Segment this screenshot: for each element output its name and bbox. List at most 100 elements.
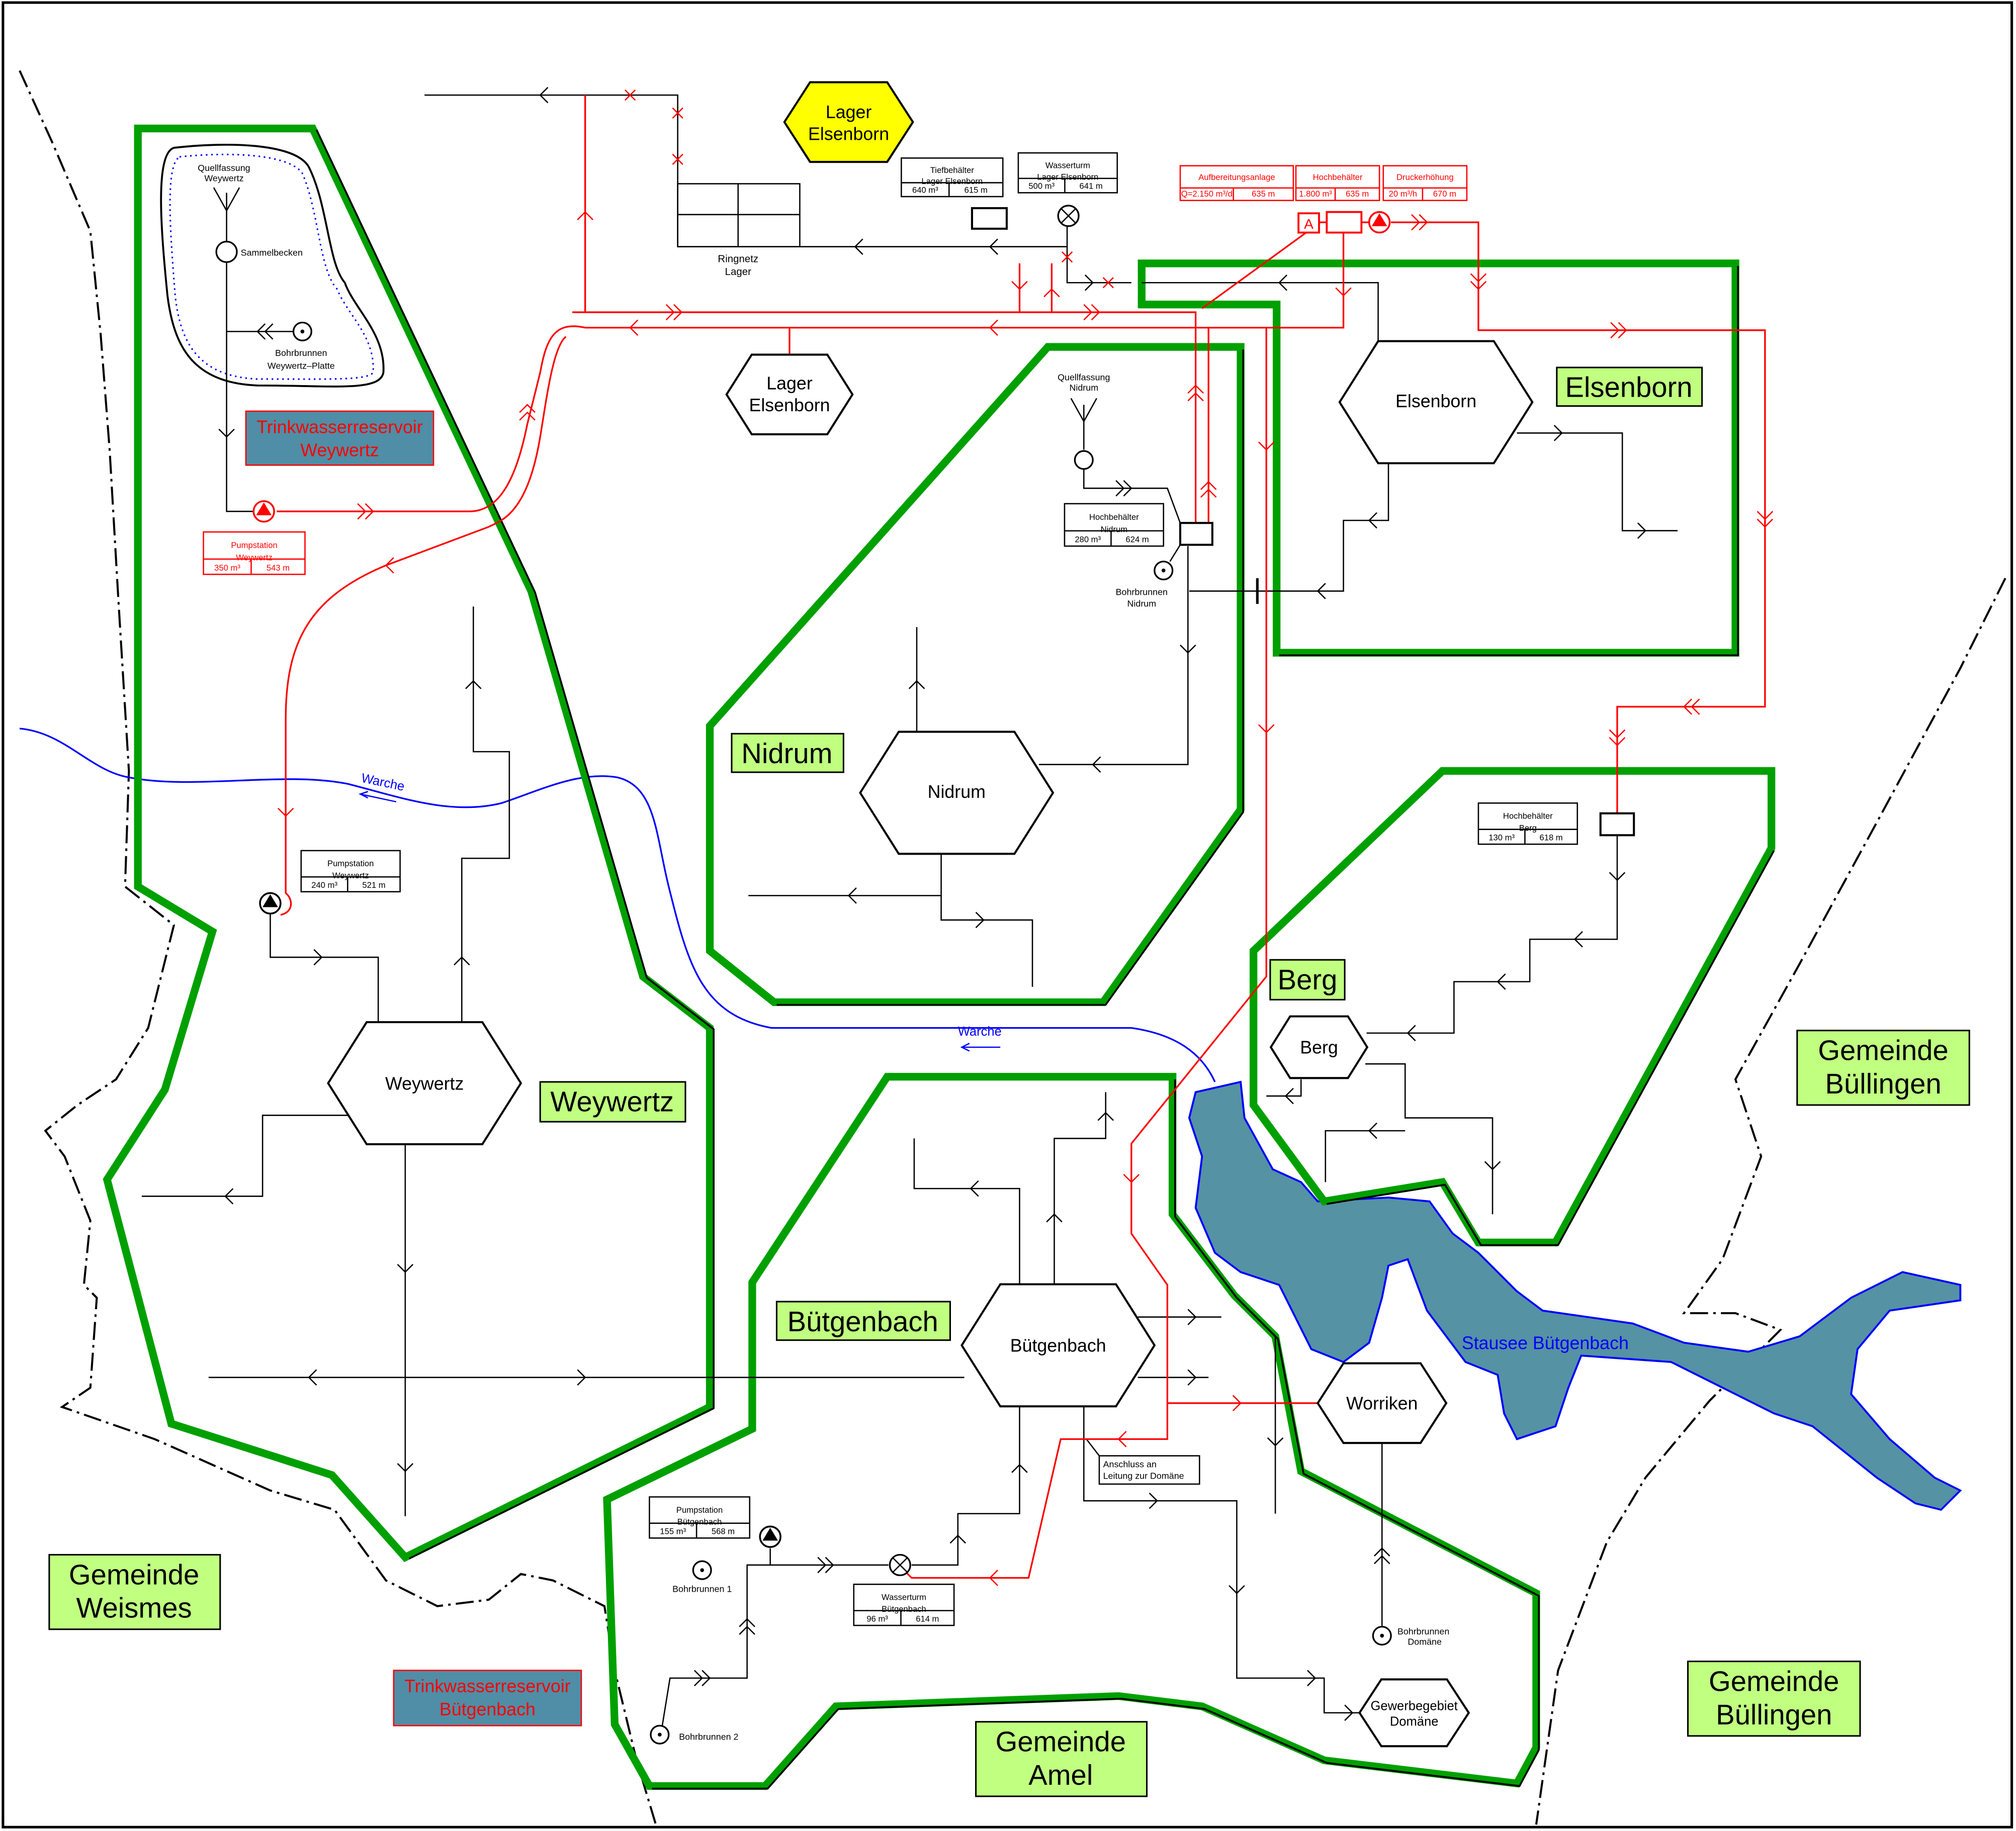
- hexagon-node: [1317, 1362, 1448, 1444]
- flow-arrow-icon: [1411, 214, 1421, 231]
- municipality-label: Büllingen: [1716, 1699, 1832, 1730]
- flow-arrow-icon: [1091, 304, 1100, 321]
- flow-arrow-icon: [1373, 1555, 1390, 1565]
- bohrbrunnen-weywertz-label: Weywertz–Platte: [268, 361, 335, 371]
- zone-label-text: Elsenborn: [1565, 372, 1692, 403]
- planned-pipes: [277, 95, 1766, 1579]
- flow-arrow-icon: [908, 680, 925, 689]
- bohrbrunnen-domaene-label: Bohrbrunnen: [1397, 1626, 1449, 1636]
- table-title: Hochbehälter: [1313, 172, 1363, 182]
- locality-label: Weywertz: [385, 1073, 464, 1093]
- table-volume: Q=2.150 m³/d: [1181, 189, 1233, 199]
- locality-label: Gewerbegebiet: [1370, 1699, 1457, 1713]
- flow-arrow-icon: [1011, 281, 1028, 290]
- flow-arrow-icon: [949, 1534, 967, 1544]
- flow-arrow-icon: [629, 319, 639, 336]
- locality-lager-elsenborn-top[interactable]: Lager Elsenborn: [783, 81, 914, 163]
- zone-label-buetgenbach: Bütgenbach: [775, 1301, 951, 1341]
- flow-arrow-icon: [277, 807, 294, 817]
- table-elevation: 568 m: [712, 1527, 735, 1536]
- sammelbecken-symbol: [215, 240, 238, 263]
- flow-arrow-icon: [1610, 322, 1620, 339]
- anschluss-label: Leitung zur Domäne: [1103, 1471, 1184, 1481]
- flow-arrow-icon: [673, 304, 683, 321]
- hochbehaelter-elsenborn-symbol: [1326, 211, 1363, 234]
- river-flow-arrow: [359, 791, 397, 803]
- flow-arrow-icon: [970, 1180, 979, 1197]
- flow-arrow-icon: [1092, 756, 1101, 773]
- table-elevation: 624 m: [1126, 535, 1149, 544]
- flow-arrow-icon: [693, 1670, 704, 1687]
- flow-arrow-icon: [1011, 1463, 1028, 1473]
- zone-label-elsenborn: Elsenborn: [1556, 367, 1703, 407]
- table-title: Berg: [1519, 823, 1537, 833]
- locality-lager-elsenborn[interactable]: Lager Elsenborn: [725, 353, 854, 435]
- flow-arrow-icon: [1258, 724, 1275, 734]
- flow-arrow-icon: [1187, 1309, 1197, 1325]
- locality-buetgenbach[interactable]: Bütgenbach: [960, 1283, 1156, 1408]
- valve-icon: [1057, 205, 1080, 227]
- flow-arrow-icon: [1335, 287, 1352, 297]
- hochbehaelter-nidrum-symbol: [1179, 522, 1213, 546]
- reservoir-weywertz: Trinkwasserreservoir Weywertz: [245, 410, 434, 466]
- table-volume: 130 m³: [1488, 833, 1515, 842]
- flow-arrow-icon: [1757, 511, 1774, 520]
- flow-arrow-icon: [825, 1557, 834, 1574]
- municipality-buellingen-north: Gemeinde Büllingen: [1796, 1030, 1970, 1106]
- flow-arrow-icon: [313, 949, 323, 966]
- locality-berg[interactable]: Berg: [1269, 1015, 1369, 1079]
- flow-arrow-icon: [218, 428, 235, 438]
- borehole-well-icon: [1154, 561, 1174, 581]
- municipality-amel: Gemeinde Amel: [975, 1721, 1148, 1797]
- flow-arrow-icon: [1637, 522, 1646, 539]
- table-elevation: 641 m: [1080, 181, 1103, 191]
- treatment-plant-symbol: [1297, 212, 1320, 234]
- table-elevation: 618 m: [1539, 833, 1562, 842]
- reservoir-label: Weywertz: [300, 440, 379, 460]
- flow-arrow-icon: [1497, 973, 1506, 990]
- river-flow-arrow-2: [960, 1043, 1001, 1052]
- flow-arrow-icon: [1123, 1174, 1140, 1183]
- locality-gewerbegebiet-domaene[interactable]: Gewerbegebiet Domäne: [1358, 1678, 1470, 1748]
- flow-arrow-icon: [1258, 441, 1275, 451]
- table-title: Pumpstation: [231, 540, 277, 550]
- flow-arrow-icon: [1180, 645, 1196, 654]
- table-title: Weywertz: [332, 871, 369, 880]
- zone-label-text: Nidrum: [741, 738, 832, 769]
- flow-arrow-icon: [1609, 729, 1626, 739]
- quellfassung-weywertz-label: Quellfassung: [198, 163, 250, 173]
- table-title: Hochbehälter: [1503, 811, 1553, 821]
- locality-worriken[interactable]: Worriken: [1317, 1362, 1448, 1444]
- flow-arrow-icon: [989, 1570, 998, 1586]
- table-title: Druckerhöhung: [1396, 172, 1454, 182]
- bohrbrunnen-domaene-label: Domäne: [1408, 1636, 1442, 1646]
- zone-label-text: Bütgenbach: [787, 1306, 938, 1337]
- flow-arrow-icon: [1470, 273, 1487, 283]
- flow-arrow-icon: [1470, 281, 1487, 290]
- flow-arrow-icon: [1691, 698, 1700, 715]
- locality-nidrum[interactable]: Nidrum: [859, 730, 1055, 855]
- flow-arrow-icon: [1115, 480, 1125, 497]
- flow-arrow-icon: [1187, 384, 1204, 394]
- flow-arrow-icon: [1307, 1670, 1317, 1687]
- flow-arrow-icon: [357, 503, 367, 520]
- pump-icon: [259, 892, 282, 914]
- lake-stausee-buetgenbach: [1188, 1080, 1962, 1511]
- hexagon-node: [1358, 1678, 1470, 1748]
- locality-weywertz[interactable]: Weywertz: [327, 1021, 522, 1145]
- hochbehaelter-berg-symbol: [1599, 812, 1635, 837]
- locality-elsenborn[interactable]: Elsenborn: [1338, 340, 1534, 465]
- municipality-label: Amel: [1028, 1759, 1093, 1791]
- zone-label-text: Weywertz: [550, 1086, 674, 1118]
- flow-arrow-icon: [975, 911, 985, 929]
- flow-arrow-icon: [1187, 392, 1204, 402]
- treatment-plant-marker: A: [1304, 216, 1313, 232]
- municipality-label: Gemeinde: [69, 1559, 199, 1590]
- hexagon-node: [1269, 1015, 1369, 1079]
- flow-arrow-icon: [1043, 288, 1060, 298]
